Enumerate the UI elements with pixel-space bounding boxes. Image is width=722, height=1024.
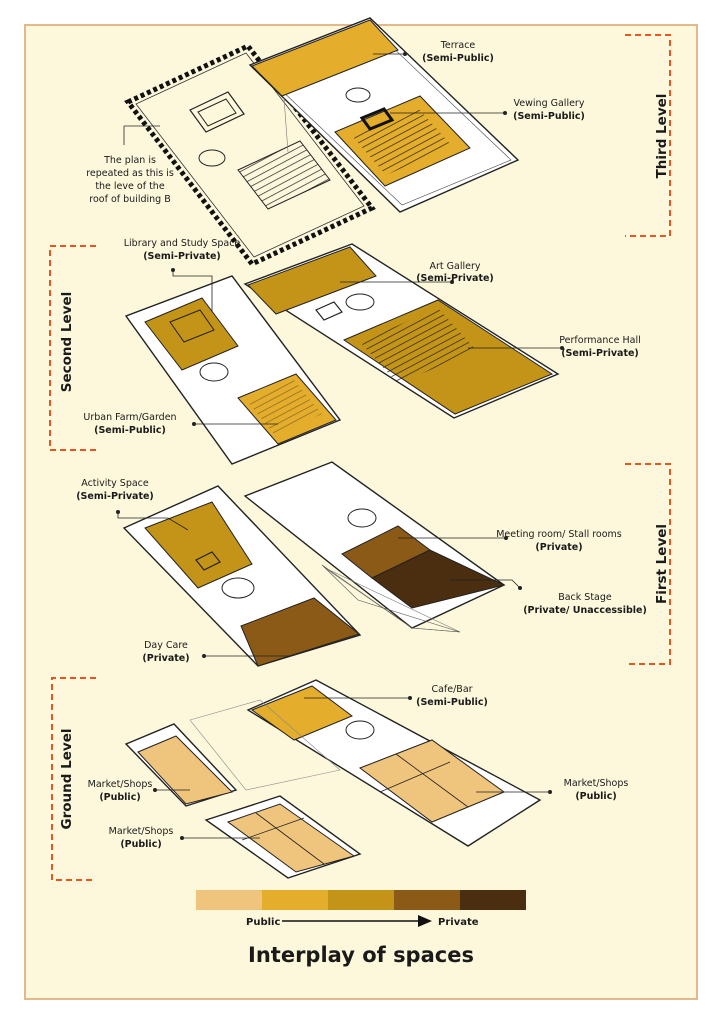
library-name: Library and Study Space: [124, 238, 241, 249]
back-stage-area: [371, 549, 506, 609]
performance-hall-seats: [360, 308, 476, 384]
cafe-bar-area: [250, 685, 354, 741]
second-left-stair: [199, 362, 229, 382]
market-center-area: [226, 803, 356, 873]
day-care-type: (Private): [142, 653, 189, 664]
ground-level-group: Cafe/Bar (Semi-Public) Market/Shops (Pub…: [51, 677, 629, 881]
viewing-gallery-type: (Semi-Public): [513, 111, 585, 122]
ground-level-bracket: [51, 677, 96, 881]
second-level-label: Second Level: [59, 292, 75, 392]
roof-core: [189, 91, 245, 133]
ground-stair: [345, 720, 375, 740]
ground-level-label: Ground Level: [59, 729, 75, 830]
activity-space-name: Activity Space: [81, 478, 149, 489]
roof-rows: [237, 140, 331, 210]
meeting-room-type: (Private): [535, 542, 582, 553]
market-center-type: (Public): [120, 839, 161, 850]
urban-farm-name: Urban Farm/Garden: [83, 412, 176, 423]
roof-core-inner: [197, 98, 237, 127]
cafe-bar-name: Cafe/Bar: [431, 684, 472, 695]
performance-hall-name: Performance Hall: [559, 335, 640, 346]
leader-activity: [117, 512, 189, 531]
privacy-legend: Public Private Interplay of spaces: [196, 890, 526, 967]
day-care-name: Day Care: [144, 640, 188, 651]
market-left-type: (Public): [99, 792, 140, 803]
roof-plan-inner: [135, 52, 365, 258]
third-stair: [345, 87, 371, 103]
roof-stair: [198, 149, 226, 167]
third-level-label: Third Level: [654, 94, 670, 179]
third-level-bracket: [625, 34, 671, 237]
library-type: (Semi-Private): [143, 251, 221, 262]
market-right-type: (Public): [575, 791, 616, 802]
legend-step-3: [328, 890, 394, 910]
terrace-type: (Semi-Public): [422, 53, 494, 64]
roof-plan-outline: [124, 42, 376, 268]
terrace-name: Terrace: [440, 40, 476, 51]
legend-private-label: Private: [438, 917, 479, 928]
legend-arrow-head: [418, 915, 432, 927]
leader-back-stage: [450, 579, 521, 589]
back-stage-name: Back Stage: [558, 592, 612, 603]
second-level-group: Library and Study Space (Semi-Private) A…: [49, 238, 641, 465]
diagram-title: Interplay of spaces: [248, 943, 474, 967]
legend-step-1: [196, 890, 262, 910]
repeat-note-line2: repeated as this is: [86, 168, 174, 179]
third-link: [283, 97, 289, 153]
back-stage-type: (Private/ Unaccessible): [523, 605, 647, 616]
second-right-stair: [345, 293, 375, 311]
repeat-note-line1: The plan is: [103, 155, 156, 166]
legend-step-2: [262, 890, 328, 910]
urban-farm-type: (Semi-Public): [94, 425, 166, 436]
library-core: [169, 309, 215, 343]
urban-farm-rows: [246, 380, 322, 434]
legend-step-4: [394, 890, 460, 910]
art-gallery-type: (Semi-Private): [416, 273, 494, 284]
first-right-stair: [347, 508, 377, 528]
first-left-stair: [221, 577, 255, 599]
day-care-area: [240, 597, 361, 667]
first-level-group: Activity Space (Semi-Private) Meeting ro…: [76, 461, 671, 667]
activity-space-area: [144, 501, 253, 589]
art-gallery-area: [247, 246, 377, 315]
activity-space-type: (Semi-Private): [76, 491, 154, 502]
first-level-label: First Level: [654, 524, 670, 604]
meeting-room-name: Meeting room/ Stall rooms: [496, 529, 622, 540]
leader-library: [172, 270, 213, 312]
market-center-name: Market/Shops: [109, 826, 174, 837]
third-core: [359, 107, 395, 131]
library-area: [144, 297, 239, 371]
repeat-note-line4: roof of building B: [89, 194, 170, 205]
market-left-area: [137, 735, 233, 805]
market-right-name: Market/Shops: [564, 778, 629, 789]
performance-hall-type: (Semi-Private): [561, 348, 639, 359]
art-gallery-name: Art Gallery: [430, 261, 481, 272]
viewing-gallery-seats: [352, 108, 452, 175]
second-level-bracket: [49, 245, 96, 451]
third-level-group: Terrace (Semi-Public) Vewing Gallery (Se…: [86, 17, 671, 268]
viewing-gallery-name: Vewing Gallery: [514, 98, 585, 109]
ground-plaza-outline: [189, 699, 341, 791]
repeat-note-line3: the leve of the: [95, 181, 165, 192]
terrace-area: [251, 19, 399, 97]
legend-public-label: Public: [246, 917, 280, 928]
legend-step-5: [460, 890, 526, 910]
cafe-bar-type: (Semi-Public): [416, 697, 488, 708]
market-left-name: Market/Shops: [88, 779, 153, 790]
legend-gradient-steps: [196, 890, 526, 910]
first-level-bracket: [625, 463, 671, 665]
